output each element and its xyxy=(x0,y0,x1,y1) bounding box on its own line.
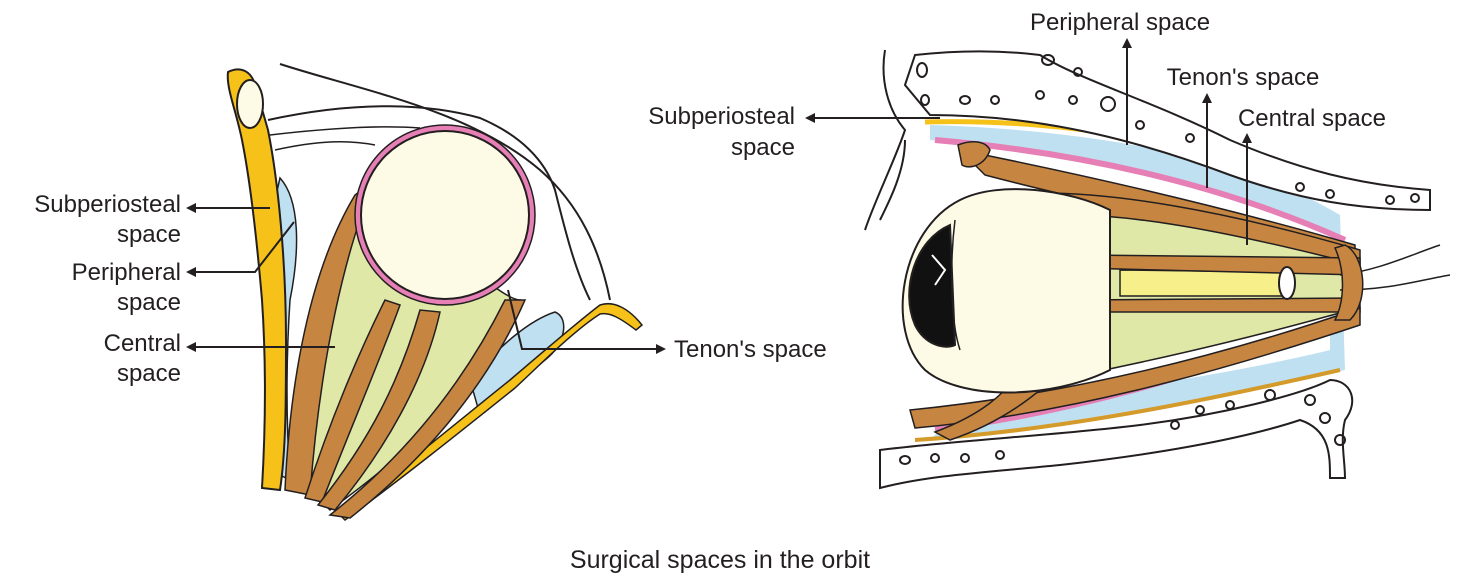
left-label-peripheral-1: Peripheral xyxy=(72,259,181,286)
right-medial-lines xyxy=(864,49,907,231)
right-annulus xyxy=(1333,244,1364,321)
left-orbital-floor-bone xyxy=(338,303,644,521)
left-label-central-2: space xyxy=(117,360,181,387)
right-lower-wall xyxy=(879,378,1354,490)
right-bone-cells xyxy=(899,54,1420,465)
right-cornea xyxy=(908,223,957,348)
left-frontal-sinus xyxy=(236,79,264,129)
left-orbit-diagram: Subperiosteal space Peripheral space Cen… xyxy=(34,63,827,521)
right-label-subperiosteal-2: space xyxy=(731,134,795,161)
left-label-peripheral-2: space xyxy=(117,289,181,316)
left-label-subperiosteal-1: Subperiosteal xyxy=(34,191,181,218)
left-muscle-2 xyxy=(304,299,401,503)
left-upper-lid-line xyxy=(279,63,611,301)
left-fascia-line-2 xyxy=(274,141,376,151)
left-arrow-tenon xyxy=(507,289,666,354)
right-label-subperiosteal-1: Subperiosteal xyxy=(648,103,795,130)
left-arrow-peripheral xyxy=(186,221,295,277)
right-label-central: Central space xyxy=(1238,105,1386,132)
right-iris-highlight xyxy=(931,254,947,286)
right-optic-foramen xyxy=(1278,266,1296,300)
right-optic-nerve xyxy=(1119,269,1286,297)
figure-caption: Surgical spaces in the orbit xyxy=(569,546,871,574)
right-label-tenon: Tenon's space xyxy=(1167,64,1320,91)
left-label-tenon: Tenon's space xyxy=(674,336,827,363)
left-label-subperiosteal-2: space xyxy=(117,221,181,248)
right-muscle-lateral xyxy=(1079,297,1361,313)
left-muscle-3 xyxy=(316,309,441,511)
left-globe xyxy=(360,130,530,300)
left-septum-line xyxy=(267,105,591,301)
right-periosteum-bottom xyxy=(914,368,1341,442)
right-globe-coat xyxy=(950,219,961,351)
right-muscle-superior-oblique-tendon xyxy=(957,140,991,168)
left-orbital-roof-bone xyxy=(226,68,288,492)
left-label-central-1: Central xyxy=(104,330,181,357)
right-upper-wall xyxy=(903,50,1431,212)
left-fascia-line xyxy=(269,126,421,136)
left-muscle-4 xyxy=(328,299,527,519)
right-orbit-diagram: Peripheral space Tenon's space Central s… xyxy=(648,9,1451,490)
right-label-peripheral: Peripheral space xyxy=(1030,9,1210,36)
